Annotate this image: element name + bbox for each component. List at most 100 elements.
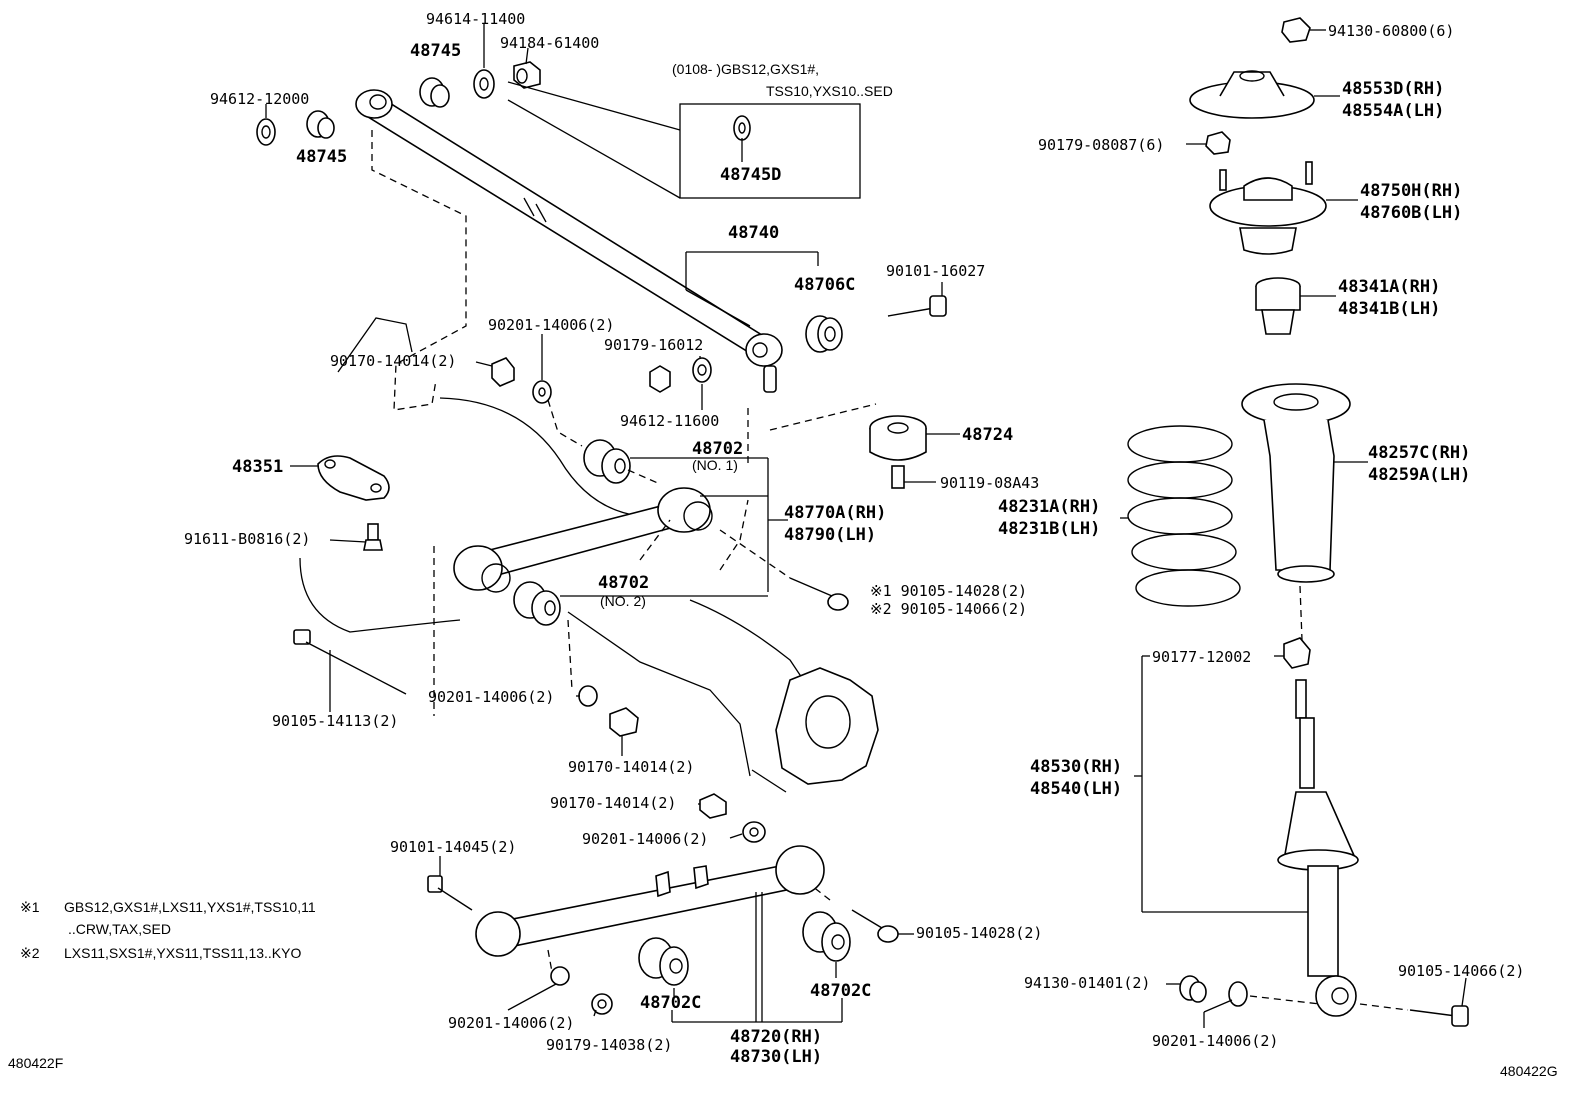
label-48341B: 48341B(LH)	[1338, 299, 1440, 319]
label-90170-14014-c: 90170-14014(2)	[550, 794, 676, 812]
cover-48351	[317, 455, 390, 501]
label-94130-01401: 94130-01401(2)	[1024, 974, 1150, 992]
label-48231B: 48231B(LH)	[998, 519, 1100, 539]
bolt-90105-14113	[293, 629, 407, 695]
footnote-1-mark: ※1	[20, 899, 40, 915]
body-outline	[337, 130, 877, 716]
label-90105-14066-a: ※2 90105-14066(2)	[870, 600, 1027, 618]
label-94612-12000: 94612-12000	[210, 90, 309, 108]
label-90170-14014-a: 90170-14014(2)	[330, 352, 456, 370]
footnote-2-line1: LXS11,SXS1#,YXS11,TSS11,13..KYO	[64, 945, 301, 961]
callout-box-48745D	[507, 81, 861, 199]
footnote-1-line2: ..CRW,TAX,SED	[68, 921, 171, 937]
label-90105-14028-a: ※1 90105-14028(2)	[870, 582, 1027, 600]
footnote-2-mark: ※2	[20, 945, 40, 961]
label-90179-14038: 90179-14038(2)	[546, 1036, 672, 1054]
bolt-90105-14066-lower	[1409, 1005, 1469, 1027]
label-48530: 48530(RH)	[1030, 757, 1122, 777]
label-48720: 48720(RH)	[730, 1027, 822, 1047]
axle-housing-outline	[299, 557, 879, 793]
label-90201-14006-b: 90201-14006(2)	[428, 688, 554, 706]
bolt-90105-14028-upper	[789, 577, 849, 611]
label-90170-14014-b: 90170-14014(2)	[568, 758, 694, 776]
label-48702C-b: 48702C	[810, 981, 871, 1001]
support-48553D	[1189, 70, 1315, 119]
bushing-48706C	[805, 315, 843, 353]
applicability-line2: TSS10,YXS10..SED	[766, 83, 893, 99]
label-48259A: 48259A(LH)	[1368, 465, 1470, 485]
label-48706C: 48706C	[794, 275, 855, 295]
label-48760B: 48760B(LH)	[1360, 203, 1462, 223]
applicability-line1: (0108- )GBS12,GXS1#,	[672, 61, 819, 77]
label-48257C: 48257C(RH)	[1368, 443, 1470, 463]
bumper-48724	[869, 415, 927, 489]
bushing-94130-01401	[1179, 975, 1207, 1003]
label-48231A: 48231A(RH)	[998, 497, 1100, 517]
label-90201-14006-c: 90201-14006(2)	[582, 830, 708, 848]
label-94184-61400: 94184-61400	[500, 34, 599, 52]
diagram-code-right: 480422G	[1500, 1063, 1558, 1079]
bushing-48745-upper	[419, 77, 450, 108]
washer-90201-14006-d	[550, 966, 570, 986]
label-48540: 48540(LH)	[1030, 779, 1122, 799]
nut-90179-16012	[649, 365, 671, 393]
bushing-48702C-a	[638, 937, 689, 986]
label-48745D: 48745D	[720, 165, 781, 185]
bushing-48702C-b	[802, 911, 851, 962]
nut-94184-61400	[513, 61, 541, 89]
label-48790: 48790(LH)	[784, 525, 876, 545]
label-48745-b: 48745	[296, 147, 347, 167]
label-48702-no1: (NO. 1)	[692, 457, 738, 473]
footnote-1-line1: GBS12,GXS1#,LXS11,YXS1#,TSS10,11	[64, 899, 316, 915]
washer-94612-11600	[692, 357, 712, 383]
lower-arm-48720	[475, 845, 825, 957]
washer-90201-14006-b	[578, 685, 598, 707]
lateral-rod-48740	[355, 89, 783, 393]
label-90177-12002: 90177-12002	[1152, 648, 1251, 666]
nut-94130-60800	[1281, 17, 1311, 43]
bushing-48745-lower	[306, 110, 335, 139]
label-90105-14066-b: 90105-14066(2)	[1398, 962, 1524, 980]
coil-spring-48231A	[1127, 425, 1241, 607]
label-90179-16012: 90179-16012	[604, 336, 703, 354]
dashed-guides	[547, 399, 1409, 1011]
label-94130-60800: 94130-60800(6)	[1328, 22, 1454, 40]
label-48730: 48730(LH)	[730, 1047, 822, 1067]
label-90105-14113: 90105-14113(2)	[272, 712, 398, 730]
label-48341A: 48341A(RH)	[1338, 277, 1440, 297]
nut-90179-14038	[591, 993, 613, 1015]
washer-94612-12000	[256, 118, 276, 146]
label-90101-16027: 90101-16027	[886, 262, 985, 280]
upper-arm-48770A	[453, 487, 713, 593]
nut-90177-12002	[1283, 637, 1311, 669]
bolt-90101-16027	[887, 295, 947, 317]
label-94614-11400: 94614-11400	[426, 10, 525, 28]
footnotes: ※1 GBS12,GXS1#,LXS11,YXS1#,TSS10,11 ..CR…	[20, 899, 316, 961]
support-48750H	[1209, 161, 1327, 255]
label-90101-14045: 90101-14045(2)	[390, 838, 516, 856]
label-90105-14028-b: 90105-14028(2)	[916, 924, 1042, 942]
label-94612-11600: 94612-11600	[620, 412, 719, 430]
label-48351: 48351	[232, 457, 283, 477]
label-48750H: 48750H(RH)	[1360, 181, 1462, 201]
bushing-48702-no2	[513, 581, 561, 626]
washer-90201-14006-e	[1228, 981, 1248, 1007]
label-48554A: 48554A(LH)	[1342, 101, 1444, 121]
label-48702C-a: 48702C	[640, 993, 701, 1013]
bolt-90105-14028-lower	[851, 909, 899, 943]
bumper-48341A	[1255, 277, 1301, 335]
washer-90201-14006-c	[742, 821, 766, 843]
label-90179-08087: 90179-08087(6)	[1038, 136, 1164, 154]
part-labels: 94614-11400 48745 94184-61400 94612-1200…	[184, 10, 1524, 1067]
diagram-code-left: 480422F	[8, 1055, 63, 1071]
label-90119-08A43: 90119-08A43	[940, 474, 1039, 492]
boot-48257C	[1241, 383, 1351, 583]
label-48702-a: 48702	[692, 439, 743, 459]
label-48702-no2: (NO. 2)	[600, 593, 646, 609]
label-48702-b: 48702	[598, 573, 649, 593]
label-48553D: 48553D(RH)	[1342, 79, 1444, 99]
bolt-91611-B0816	[363, 523, 383, 551]
washer-90201-14006-a	[532, 380, 552, 404]
